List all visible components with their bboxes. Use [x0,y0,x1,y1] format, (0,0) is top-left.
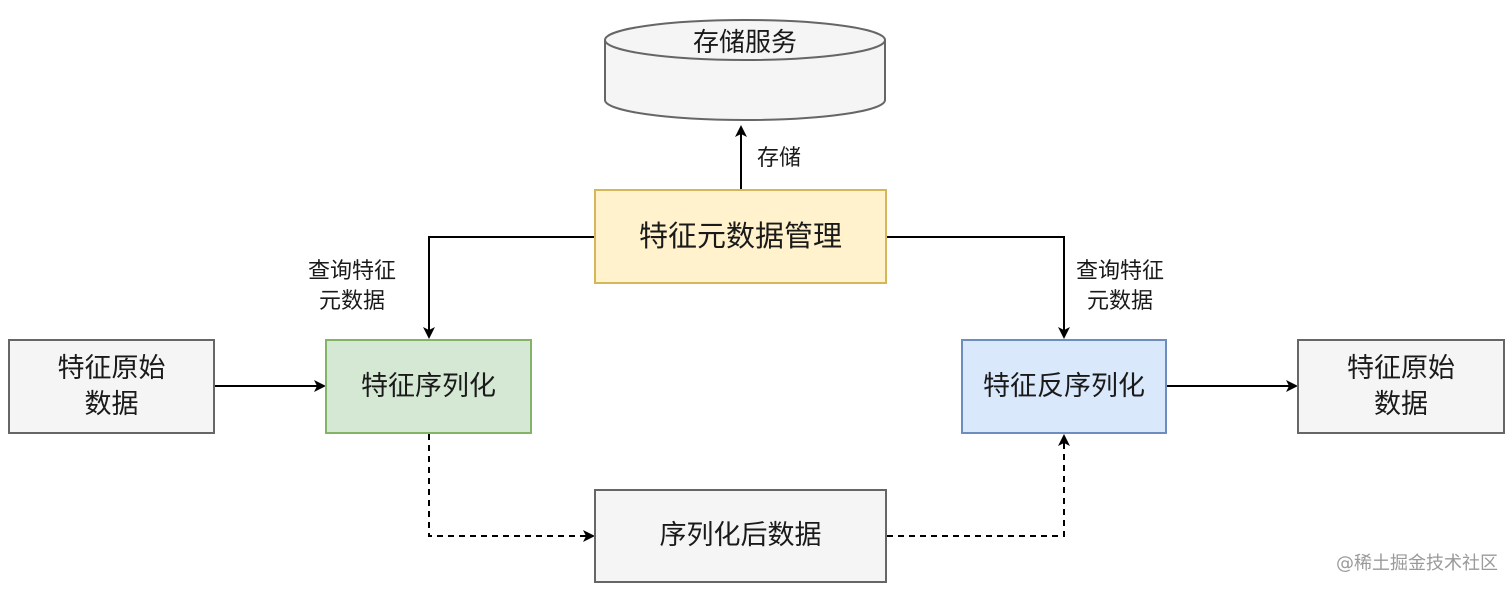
edge-query-left [423,236,595,339]
raw-output-line2: 数据 [1374,388,1428,420]
edge-query-right-line1: 查询特征 [1076,259,1165,284]
serialized-data-label: 序列化后数据 [659,520,822,552]
metadata-manager-node: 特征元数据管理 [594,189,887,284]
serializer-label: 特征序列化 [361,370,496,402]
raw-output-line1: 特征原始 [1347,353,1455,385]
edge-data-to-deserializer [887,434,1070,537]
edge-query-left-line2: 元数据 [319,288,386,314]
edge-query-left-line1: 查询特征 [308,259,397,284]
edge-serializer-to-data [428,434,595,542]
edge-query-left-label: 查询特征 元数据 [308,257,396,316]
raw-output-node: 特征原始 数据 [1297,339,1505,434]
storage-cylinder-shape [604,19,886,121]
serializer-node: 特征序列化 [325,339,532,434]
deserializer-label: 特征反序列化 [983,370,1145,402]
raw-input-line1: 特征原始 [57,353,166,385]
metadata-manager-label: 特征元数据管理 [638,218,842,253]
serialized-data-node: 序列化后数据 [594,489,887,583]
edge-query-right-line2: 元数据 [1087,288,1154,314]
watermark-text: @稀土掘金技术社区 [1336,553,1498,574]
edge-query-right-label: 查询特征 元数据 [1076,257,1164,316]
edge-store-label: 存储 [757,146,802,171]
raw-input-line2: 数据 [84,388,139,420]
edge-query-right [886,236,1070,339]
deserializer-node: 特征反序列化 [961,339,1167,434]
raw-input-node: 特征原始 数据 [8,339,215,434]
storage-service-label: 存储服务 [692,28,797,58]
